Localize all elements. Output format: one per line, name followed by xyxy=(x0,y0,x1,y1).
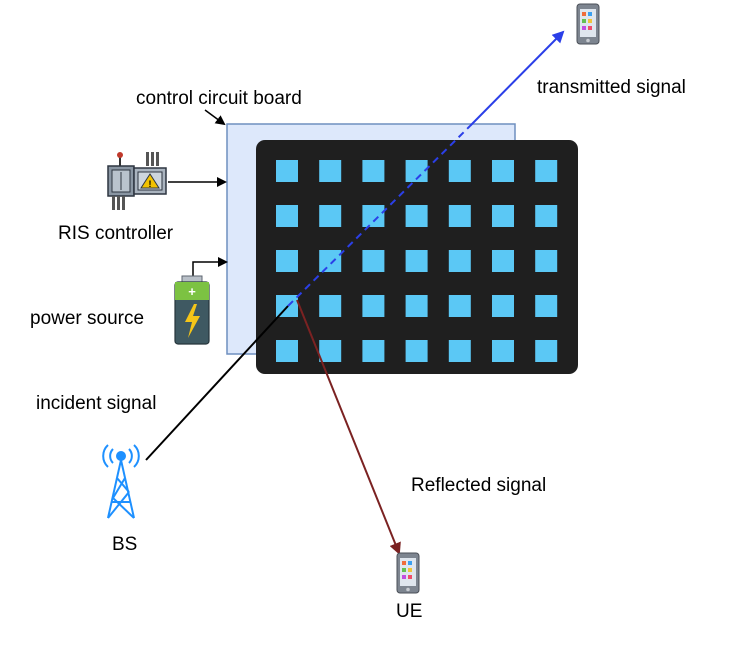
label-control-circuit-board: control circuit board xyxy=(136,88,302,109)
ris-element xyxy=(405,340,428,362)
reflected-signal-arrow xyxy=(296,299,401,555)
ris-element xyxy=(492,340,514,362)
ris-element xyxy=(319,250,342,272)
ris-element xyxy=(405,205,428,227)
battery-icon: + xyxy=(174,275,210,345)
ris-element xyxy=(535,250,558,272)
ris-element xyxy=(276,340,298,362)
ris-element xyxy=(319,160,342,182)
ris-element xyxy=(276,160,298,182)
label-reflected-signal: Reflected signal xyxy=(411,475,547,496)
label-transmitted-signal: transmitted signal xyxy=(537,77,686,98)
ris-element xyxy=(448,295,471,317)
ris-element xyxy=(448,250,471,272)
ris-element-grid xyxy=(276,160,558,362)
svg-text:!: ! xyxy=(149,179,152,189)
ris-element xyxy=(276,205,298,227)
ris-element xyxy=(535,160,558,182)
ris-element xyxy=(319,205,342,227)
board-pointer-arrow xyxy=(204,109,226,126)
transmitted-signal-line-dashed xyxy=(287,125,471,307)
ris-element xyxy=(492,160,514,182)
label-bs: BS xyxy=(112,534,138,555)
ris-element xyxy=(492,250,514,272)
cell-tower-icon xyxy=(102,444,140,519)
ris-element xyxy=(535,295,558,317)
ris-element xyxy=(362,295,385,317)
ris-element xyxy=(362,340,385,362)
transmitted-signal-arrow xyxy=(469,30,565,127)
controller-cabinet-icon: ! xyxy=(107,152,167,210)
ris-element xyxy=(276,250,298,272)
ris-element xyxy=(319,340,342,362)
ris-element xyxy=(362,205,385,227)
smartphone-icon xyxy=(576,3,600,45)
ris-element xyxy=(535,205,558,227)
label-incident-signal: incident signal xyxy=(36,393,157,414)
power-arrow xyxy=(192,257,228,278)
smartphone-icon xyxy=(396,552,420,594)
ris-element xyxy=(405,295,428,317)
label-ris-controller: RIS controller xyxy=(58,223,174,244)
ris-element xyxy=(535,340,558,362)
ris-element xyxy=(448,205,471,227)
ris-element xyxy=(448,340,471,362)
label-ue: UE xyxy=(396,601,423,622)
ris-element xyxy=(405,160,428,182)
ris-element xyxy=(362,250,385,272)
incident-signal-line xyxy=(145,305,289,461)
ris-element xyxy=(362,160,385,182)
svg-text:+: + xyxy=(188,284,196,299)
ris-element xyxy=(319,295,342,317)
label-power-source: power source xyxy=(30,308,145,329)
ris-element xyxy=(405,250,428,272)
ris-element xyxy=(492,295,514,317)
ris-element xyxy=(448,160,471,182)
ris-element xyxy=(492,205,514,227)
